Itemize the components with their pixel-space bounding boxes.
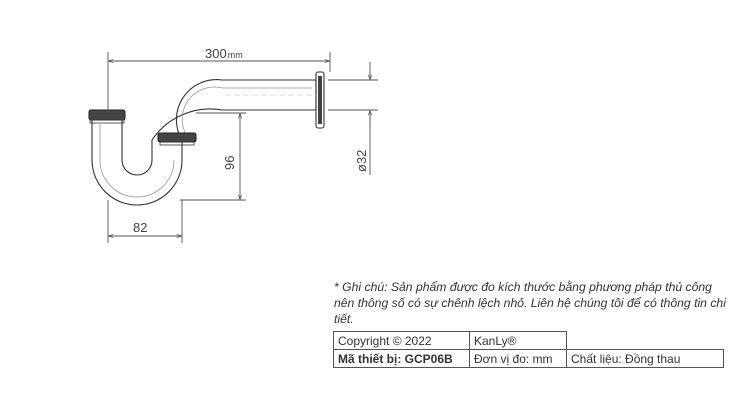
p-trap-technical-drawing: 300mm 96 ø32 82 — [88, 46, 378, 243]
pipe-body — [91, 79, 316, 206]
brand-cell: KanLy® — [469, 331, 567, 350]
wall-flange — [315, 71, 325, 129]
height-dimension-label: 96 — [222, 156, 237, 170]
diameter-dimension-label: ø32 — [354, 150, 369, 172]
width-dimension-label: 300mm — [205, 46, 243, 61]
height-dimension — [180, 112, 246, 201]
table-row: Mã thiết bị: GCP06B Đơn vị đo: mm Chất l… — [333, 349, 724, 368]
measurement-note: * Ghi chú: Sản phẩm được đo kích thước b… — [334, 280, 726, 326]
product-info-table: Copyright © 2022 KanLy® Mã thiết bị: GCP… — [333, 331, 724, 368]
empty-cell — [566, 331, 724, 350]
trap-width-dimension — [107, 200, 183, 243]
unit-cell: Đơn vị đo: mm — [469, 349, 567, 368]
table-row: Copyright © 2022 KanLy® — [333, 331, 724, 350]
width-dimension — [107, 52, 331, 112]
copyright-cell: Copyright © 2022 — [333, 331, 470, 350]
material-cell: Chất liệu: Đồng thau — [566, 349, 724, 368]
top-nut — [88, 109, 126, 124]
trap-width-dimension-label: 82 — [133, 220, 147, 235]
model-cell: Mã thiết bị: GCP06B — [333, 349, 470, 368]
diameter-dimension — [328, 62, 378, 175]
middle-nut — [157, 132, 197, 146]
